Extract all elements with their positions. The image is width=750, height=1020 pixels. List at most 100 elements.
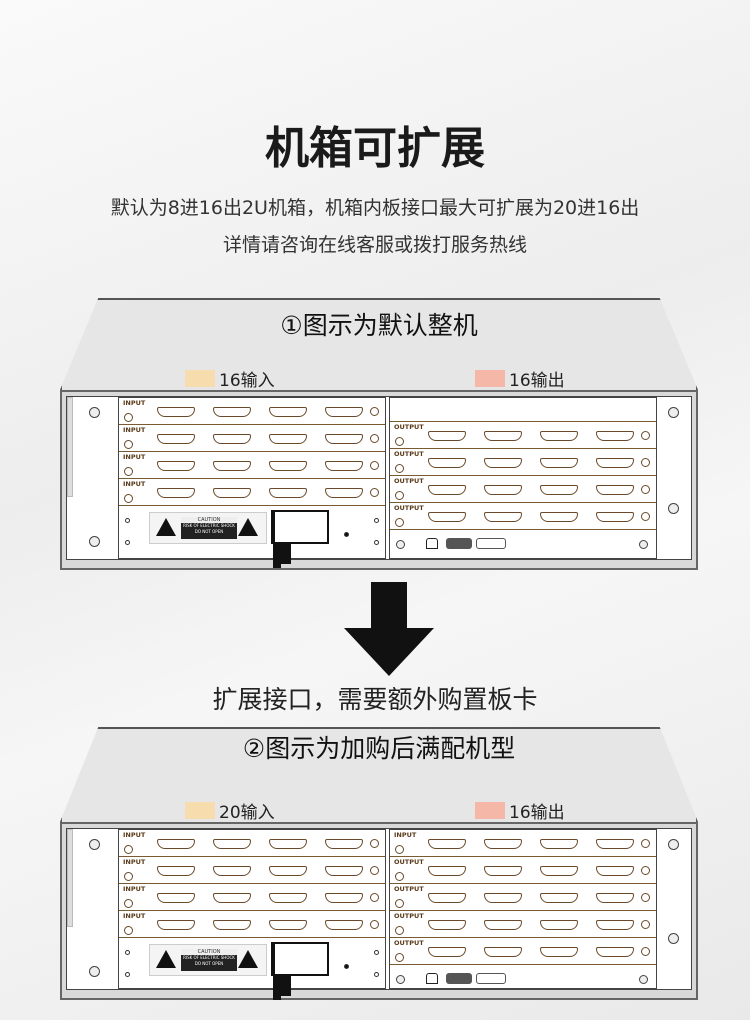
led-icon: [641, 865, 650, 875]
power-switch-icon: [273, 542, 291, 564]
hdmi-port-icon: [428, 457, 466, 468]
card-label: INPUT: [123, 831, 146, 839]
hdmi-port-icon: [325, 919, 363, 930]
card-label: OUTPUT: [394, 858, 424, 866]
led-icon: [370, 406, 379, 416]
card-input: INPUT: [119, 884, 385, 911]
hdmi-port-icon: [428, 838, 466, 849]
led-icon: [395, 953, 404, 962]
led-icon: [395, 872, 404, 881]
screw-dot-icon: [374, 950, 379, 955]
card-output: OUTPUT: [390, 422, 656, 449]
hdmi-port-icon: [157, 406, 195, 417]
caution-line-1: RISK OF ELECTRIC SHOCK: [183, 955, 235, 960]
legend-output-label: 16输出: [509, 371, 565, 391]
card-input: INPUT: [119, 398, 385, 425]
hdmi-port-icon: [428, 430, 466, 441]
card-output: OUTPUT: [390, 449, 656, 476]
handle: [67, 397, 73, 497]
hdmi-port-icon: [213, 838, 251, 849]
card-label: INPUT: [123, 480, 146, 488]
serial-port-icon: [446, 538, 472, 549]
led-icon: [641, 919, 650, 929]
usb-port-icon: [426, 973, 438, 984]
power-socket-switch: [271, 510, 329, 568]
card-input: INPUT: [119, 479, 385, 506]
card-label: OUTPUT: [394, 939, 424, 947]
hdmi-port-icon: [325, 838, 363, 849]
power-divider: [273, 512, 275, 542]
hdmi-port-icon: [269, 487, 307, 498]
serial-port-icon: [446, 973, 472, 984]
led-icon: [641, 946, 650, 956]
led-icon: [641, 511, 650, 521]
led-icon: [395, 464, 404, 473]
hdmi-port-icon: [484, 457, 522, 468]
screw-icon: [668, 407, 679, 418]
hdmi-port-icon: [484, 892, 522, 903]
card-input: INPUT: [119, 830, 385, 857]
screw-dot-icon: [125, 972, 130, 977]
hdmi-port-icon: [269, 460, 307, 471]
hdmi-port-icon: [596, 484, 634, 495]
hdmi-port-icon: [484, 865, 522, 876]
hdmi-port-icon: [269, 406, 307, 417]
hdmi-port-icon: [596, 865, 634, 876]
hdmi-port-icon: [325, 406, 363, 417]
page-title: 机箱可扩展: [265, 123, 485, 174]
screw-icon: [639, 975, 648, 984]
screw-icon: [396, 540, 405, 549]
hdmi-port-icon: [213, 865, 251, 876]
hdmi-port-icon: [596, 430, 634, 441]
card-label: OUTPUT: [394, 450, 424, 458]
led-icon: [395, 926, 404, 935]
screw-dot-icon: [125, 950, 130, 955]
led-icon: [641, 457, 650, 467]
hdmi-port-icon: [269, 919, 307, 930]
screw-dot-icon: [125, 518, 130, 523]
hdmi-port-icon: [325, 892, 363, 903]
hdmi-port-icon: [484, 838, 522, 849]
card-label: INPUT: [123, 426, 146, 434]
hdmi-port-icon: [428, 919, 466, 930]
hdmi-port-icon: [540, 484, 578, 495]
caution-line-2: DO NOT OPEN: [194, 961, 224, 966]
down-arrow-icon: [371, 582, 407, 630]
led-icon: [641, 430, 650, 440]
hdmi-port-icon: [157, 865, 195, 876]
card-label: OUTPUT: [394, 423, 424, 431]
hdmi-port-icon: [428, 511, 466, 522]
hdmi-port-icon: [540, 919, 578, 930]
hdmi-port-icon: [325, 487, 363, 498]
hdmi-port-icon: [269, 838, 307, 849]
hdmi-port-icon: [428, 946, 466, 957]
led-icon: [124, 494, 133, 503]
hdmi-port-icon: [213, 892, 251, 903]
legend-output: 16输出: [475, 798, 565, 823]
hdmi-port-icon: [325, 460, 363, 471]
warning-icon: [156, 518, 176, 536]
led-icon: [641, 892, 650, 902]
led-icon: [370, 838, 379, 848]
card-blank: [390, 398, 656, 422]
ground-dot-icon: [344, 964, 349, 969]
hdmi-port-icon: [596, 919, 634, 930]
card-output: OUTPUT: [390, 503, 656, 530]
card-input: INPUT: [119, 425, 385, 452]
hdmi-port-icon: [157, 487, 195, 498]
input-swatch: [185, 370, 215, 387]
hdmi-port-icon: [213, 460, 251, 471]
chassis-top: [60, 727, 698, 822]
card-output: OUTPUT: [390, 476, 656, 503]
card-input: INPUT: [119, 452, 385, 479]
ground-dot-icon: [344, 532, 349, 537]
hdmi-port-icon: [540, 511, 578, 522]
card-input: INPUT: [390, 830, 656, 857]
chassis-title: ①图示为默认整机: [280, 311, 478, 340]
